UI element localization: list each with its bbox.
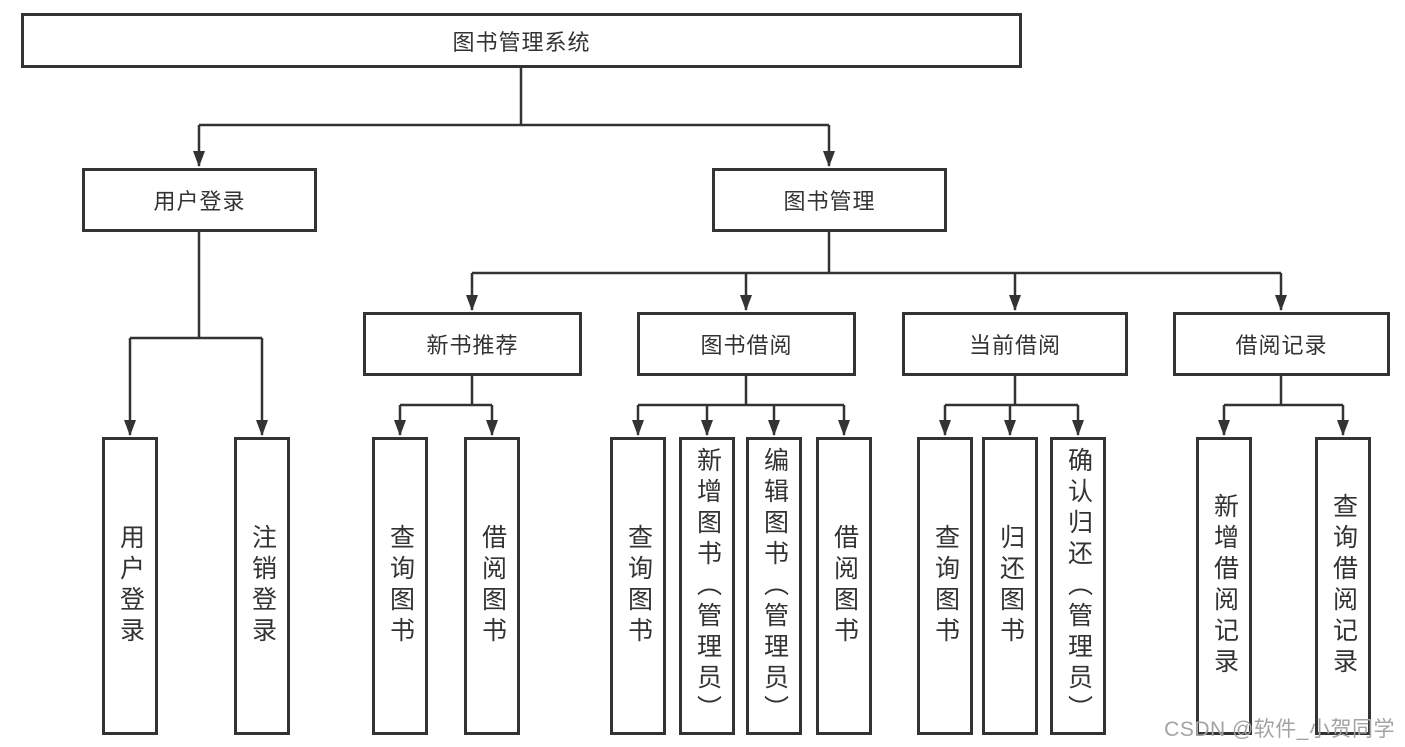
- node-library-management-system: 图书管理系统: [21, 13, 1022, 68]
- leaf-borrow-books-recommend: 借阅图书: [464, 437, 520, 735]
- leaf-confirm-return-admin: 确认归还（管理员）: [1050, 437, 1106, 735]
- node-book-management: 图书管理: [712, 168, 947, 232]
- node-new-book-recommend: 新书推荐: [363, 312, 582, 376]
- node-book-borrowing: 图书借阅: [637, 312, 856, 376]
- leaf-query-books-current: 查询图书: [917, 437, 973, 735]
- leaf-user-login: 用户登录: [102, 437, 158, 735]
- leaf-logout: 注销登录: [234, 437, 290, 735]
- leaf-add-borrow-record: 新增借阅记录: [1196, 437, 1252, 735]
- leaf-query-books-recommend: 查询图书: [372, 437, 428, 735]
- node-borrowing-records: 借阅记录: [1173, 312, 1390, 376]
- node-current-borrowing: 当前借阅: [902, 312, 1128, 376]
- leaf-query-books-borrowing: 查询图书: [610, 437, 666, 735]
- node-user-login-branch: 用户登录: [82, 168, 317, 232]
- leaf-return-books: 归还图书: [982, 437, 1038, 735]
- leaf-borrow-books: 借阅图书: [816, 437, 872, 735]
- leaf-edit-books-admin: 编辑图书（管理员）: [746, 437, 802, 735]
- leaf-query-borrow-record: 查询借阅记录: [1315, 437, 1371, 735]
- leaf-add-books-admin: 新增图书（管理员）: [679, 437, 735, 735]
- csdn-watermark: CSDN @软件_小贺同学: [1164, 718, 1395, 741]
